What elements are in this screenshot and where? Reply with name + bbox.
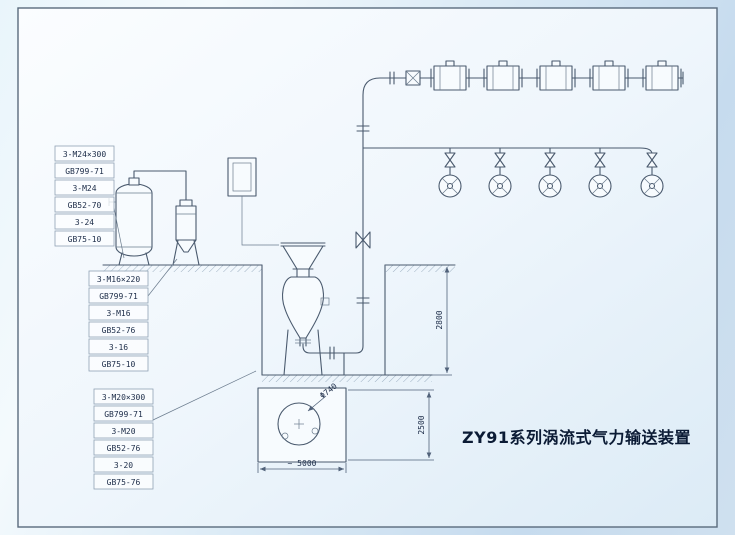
dim-2800-label: 2800 [435, 310, 444, 329]
nozzle-units [438, 147, 664, 198]
part-label: GB75-10 [68, 235, 102, 244]
flange-detail-circle [277, 402, 321, 446]
nozzle-unit-5 [640, 152, 664, 198]
part-label: GB799-71 [65, 167, 104, 176]
part-label: GB52-76 [102, 326, 136, 335]
leader-line [113, 207, 125, 259]
nozzle-unit-1 [438, 147, 462, 198]
part-label: 3-M20 [111, 427, 135, 436]
part-label: GB799-71 [99, 292, 138, 301]
separator-vessel [172, 199, 200, 266]
parts-table-2: 3-M16×220 GB799-71 3-M16 GB52-76 3-16 GB… [88, 258, 178, 372]
ground-and-pit [102, 264, 456, 382]
parts-table-3: 3-M20×300 GB799-71 3-M20 GB52-76 3-20 GB… [93, 370, 257, 490]
nozzle-unit-4 [588, 147, 612, 198]
part-label: 3-16 [109, 343, 128, 352]
part-label: 3-M16×220 [97, 275, 141, 284]
part-label: GB75-10 [102, 360, 136, 369]
part-label: 3-24 [75, 218, 94, 227]
side-nozzle [320, 297, 330, 306]
part-label: 3-20 [114, 461, 133, 470]
feeder-leg [283, 329, 289, 376]
leader-line [147, 258, 178, 297]
dim-2500: 2500 [348, 389, 434, 461]
nozzle-unit-3 [538, 147, 562, 198]
riser-valve [355, 231, 364, 249]
blower-unit-2 [483, 60, 523, 91]
part-label: GB75-76 [107, 478, 141, 487]
drawing-title: ZY91系列涡流式气力输送装置 [462, 428, 691, 447]
dim-2800: 2800 [432, 267, 452, 376]
bolt-hole [281, 432, 289, 440]
blower-unit-1 [430, 60, 470, 91]
part-label: 3-M16 [106, 309, 130, 318]
parts-table-1: 3-M24×300 GB799-71 3-M24 GB52-70 3-24 GB… [54, 145, 125, 259]
control-box [227, 157, 257, 197]
blower-unit-4 [589, 60, 629, 91]
dim-2500-label: 2500 [417, 415, 426, 434]
air-receiver-tank [108, 177, 153, 266]
blower-unit-5 [642, 60, 682, 91]
part-label: GB799-71 [104, 410, 143, 419]
dim-5000: ~ 5000 [257, 459, 347, 473]
part-label: 3-M24×300 [63, 150, 107, 159]
dim-5000-label: ~ 5000 [288, 459, 317, 468]
nozzle-unit-2 [488, 147, 512, 198]
part-label: GB52-70 [68, 201, 102, 210]
detail-view-box: Φ740 [257, 381, 347, 463]
pipe-fittings [329, 70, 684, 376]
part-label: GB52-76 [107, 444, 141, 453]
leader-line [152, 370, 257, 421]
part-label: 3-M20×300 [102, 393, 146, 402]
conveying-pipe [302, 77, 684, 354]
feed-chute-line [241, 196, 279, 246]
vortex-feeder [280, 242, 330, 376]
part-label: 3-M24 [72, 184, 96, 193]
tank-outlet-pipe [133, 170, 187, 201]
blower-unit-3 [536, 60, 576, 91]
bolt-hole [311, 427, 319, 435]
blower-units [430, 60, 682, 91]
